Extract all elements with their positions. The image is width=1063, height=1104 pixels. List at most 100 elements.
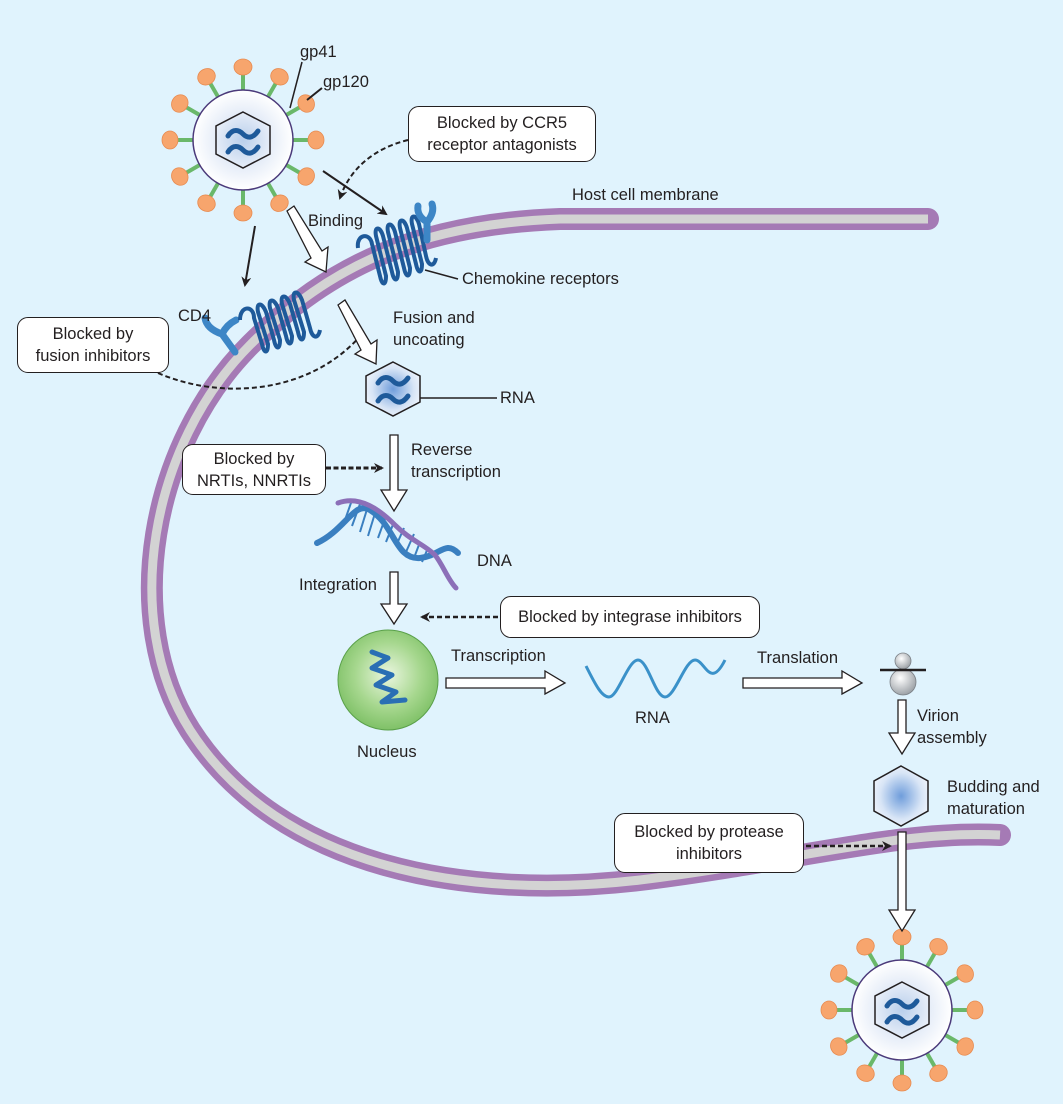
gp41-spike-stem bbox=[285, 163, 302, 175]
cd4-receptor bbox=[201, 314, 240, 356]
viral-rna-strand bbox=[225, 144, 261, 156]
gp120-label: gp120 bbox=[323, 73, 369, 91]
fusion-label-line1: Fusion and bbox=[393, 309, 475, 327]
ccr5-callout-line2: receptor antagonists bbox=[427, 136, 577, 154]
gp120-knob bbox=[307, 130, 325, 150]
mrna-wave bbox=[584, 658, 727, 699]
arrow-to-cd4 bbox=[241, 225, 256, 287]
gp41-spike-stem bbox=[944, 1033, 961, 1045]
gp120-leader-line bbox=[306, 87, 323, 101]
arrow-to-chemokine bbox=[322, 170, 388, 216]
gp120-knob bbox=[297, 94, 315, 113]
fusion-callout-line2: fusion inhibitors bbox=[35, 347, 151, 365]
gp41-spike-stem bbox=[867, 1052, 879, 1069]
capsid-hexagon bbox=[365, 361, 421, 417]
chemokine-receptor-coil bbox=[355, 214, 438, 286]
binding-flow-arrow bbox=[286, 205, 329, 273]
dna-label: DNA bbox=[477, 552, 512, 570]
nucleus-label: Nucleus bbox=[357, 743, 417, 761]
fusion-callout-line1: Blocked by bbox=[52, 325, 134, 343]
virion-assembly-line1: Virion bbox=[917, 707, 959, 725]
gp41-spike-stem bbox=[925, 951, 937, 968]
gp120-knob bbox=[830, 1037, 848, 1056]
viral-envelope bbox=[192, 89, 294, 191]
fusion-flow-arrow bbox=[337, 299, 378, 366]
ccr5-y-receptor bbox=[414, 200, 437, 244]
gp41-leader-line bbox=[289, 61, 303, 109]
gp41-spike-stem bbox=[266, 182, 278, 199]
viral-envelope bbox=[851, 959, 953, 1061]
host-cell-membrane-label: Host cell membrane bbox=[572, 186, 719, 204]
budding-capsid-hexagon bbox=[873, 765, 929, 827]
gp120-knob bbox=[197, 68, 216, 86]
nucleus bbox=[337, 629, 439, 731]
protease-callout-line2: inhibitors bbox=[675, 845, 743, 863]
gp41-spike-stem bbox=[208, 182, 220, 199]
gp120-knob bbox=[233, 58, 253, 76]
viral-rna-strand bbox=[884, 1014, 920, 1026]
dna-double-helix bbox=[314, 498, 461, 591]
reverse-transcription-flow-arrow bbox=[379, 434, 409, 513]
gp41-spike-stem bbox=[184, 163, 201, 175]
gp120-knob bbox=[892, 1074, 912, 1092]
ccr5-callout-line1: Blocked by CCR5 bbox=[436, 114, 568, 132]
nrti-callout-line2: NRTIs, NNRTIs bbox=[197, 471, 311, 490]
virion-assembly-flow-arrow bbox=[887, 699, 917, 756]
gp120-knob bbox=[856, 1064, 875, 1082]
gp41-spike-stem bbox=[843, 1033, 860, 1045]
hiv-virion-released bbox=[820, 928, 984, 1092]
gp120-knob bbox=[929, 938, 948, 956]
reverse-transcription-line2: transcription bbox=[411, 463, 501, 481]
gp41-spike-stem bbox=[925, 1052, 937, 1069]
protease-callout-line1: Blocked by protease bbox=[634, 823, 784, 841]
gp41-spike-stem bbox=[208, 81, 220, 98]
nrti-callout-line1: Blocked by bbox=[213, 449, 295, 468]
budding-label-line1: Budding and bbox=[947, 778, 1040, 796]
translation-label: Translation bbox=[757, 649, 839, 667]
gp120-knob bbox=[856, 938, 875, 956]
gp41-label: gp41 bbox=[300, 43, 337, 61]
integration-flow-arrow bbox=[379, 571, 409, 626]
fusion-label-line2: uncoating bbox=[393, 331, 465, 349]
integration-label: Integration bbox=[299, 576, 377, 594]
ccr5-antagonist-callout: Blocked by CCR5 receptor antagonists bbox=[408, 106, 596, 162]
integrase-callout-line1: Blocked by integrase inhibitors bbox=[518, 608, 742, 626]
budding-flow-arrow bbox=[887, 831, 917, 933]
cd4-transmembrane-coil bbox=[238, 290, 322, 354]
cd4-label: CD4 bbox=[178, 307, 212, 325]
binding-label: Binding bbox=[308, 212, 364, 230]
transcription-label: Transcription bbox=[451, 647, 546, 665]
integrase-inhibitor-callout: Blocked by integrase inhibitors bbox=[500, 596, 760, 638]
translation-flow-arrow bbox=[742, 669, 864, 696]
rna-label: RNA bbox=[500, 389, 535, 407]
gp120-knob bbox=[161, 130, 179, 150]
protease-inhibitor-callout: Blocked by protease inhibitors bbox=[614, 813, 804, 873]
gp41-spike-stem bbox=[184, 105, 201, 117]
gp41-spike-stem bbox=[285, 105, 302, 117]
fusion-block-arrow bbox=[157, 332, 364, 390]
viral-rna-strand bbox=[225, 128, 261, 140]
gp41-spike-stem bbox=[266, 81, 278, 98]
budding-label-line2: maturation bbox=[947, 800, 1025, 818]
viral-rna-strand bbox=[884, 998, 920, 1010]
gp120-knob bbox=[956, 1037, 974, 1056]
gp120-knob bbox=[197, 194, 216, 212]
gp120-knob bbox=[966, 1000, 984, 1020]
gp120-knob bbox=[270, 68, 289, 86]
ribosome bbox=[880, 652, 926, 696]
mrna-label: RNA bbox=[635, 709, 670, 727]
transcription-flow-arrow bbox=[445, 669, 567, 696]
reverse-transcription-line1: Reverse bbox=[411, 441, 473, 459]
hiv-virion-top bbox=[161, 58, 325, 222]
nrti-nnrti-callout: Blocked by NRTIs, NNRTIs bbox=[182, 444, 326, 495]
gp41-spike-stem bbox=[867, 951, 879, 968]
viral-capsid bbox=[215, 111, 271, 169]
gp120-knob bbox=[929, 1064, 948, 1082]
gp120-knob bbox=[820, 1000, 838, 1020]
gp120-knob bbox=[830, 964, 848, 983]
ccr5-block-arrow bbox=[337, 139, 409, 200]
gp41-spike-stem bbox=[944, 975, 961, 987]
gp120-knob bbox=[171, 94, 189, 113]
gp120-knob bbox=[233, 204, 253, 222]
